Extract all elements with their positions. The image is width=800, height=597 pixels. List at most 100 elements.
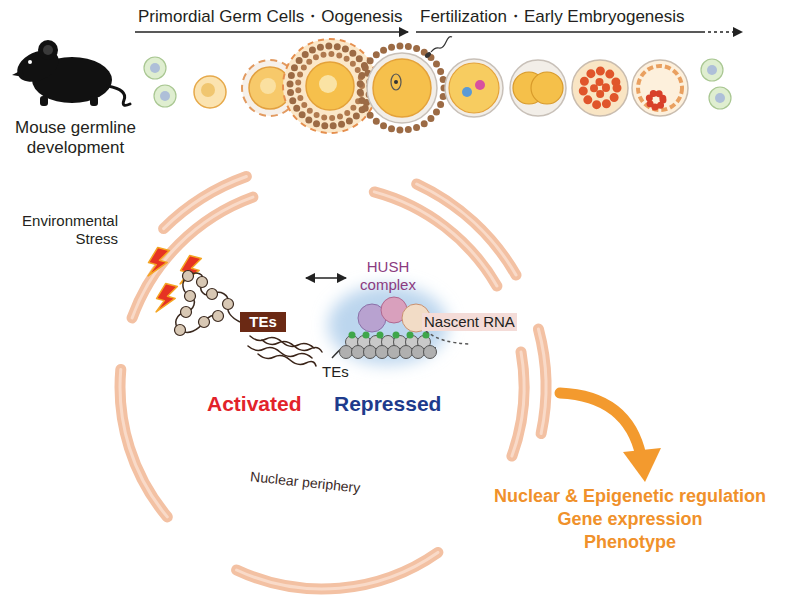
te-box-label: TEs xyxy=(249,313,277,331)
open-chromatin xyxy=(223,299,234,310)
embryo xyxy=(475,80,485,90)
periphery-label: Nuclear periphery xyxy=(249,468,361,496)
oocyte xyxy=(391,74,401,90)
timeline-arrow xyxy=(708,31,742,33)
state-switch-arrow xyxy=(306,277,346,279)
open-chromatin xyxy=(185,291,196,302)
primordial-germ-cell xyxy=(154,85,176,107)
embryo xyxy=(583,71,617,105)
outcome-arrow xyxy=(560,393,661,482)
primordial-germ-cell xyxy=(709,87,731,109)
oocyte xyxy=(367,53,437,123)
nucleolus xyxy=(217,422,243,448)
silenced-chromatin xyxy=(388,346,401,359)
hush-complex xyxy=(358,297,430,332)
sperm xyxy=(424,51,432,59)
timeline-arrow xyxy=(135,31,408,33)
oocyte xyxy=(260,78,276,94)
endoplasmic-reticulum xyxy=(512,352,524,456)
oocyte xyxy=(319,75,337,93)
nucleus-outline: Nuclear periphery TEs xyxy=(134,199,510,575)
primordial-germ-cell xyxy=(144,57,166,79)
nucleolus xyxy=(304,414,332,442)
open-chromatin xyxy=(197,277,208,288)
embryo xyxy=(510,60,566,116)
silenced-chromatin xyxy=(364,346,377,359)
endoplasmic-reticulum xyxy=(237,552,438,589)
stress-label: Environmental Stress xyxy=(18,212,118,248)
embryo xyxy=(445,59,503,117)
label-slot: Gene expression xyxy=(470,509,790,531)
label-slot: Mouse germline development xyxy=(8,118,143,159)
oocyte xyxy=(394,80,398,84)
primordial-germ-cell xyxy=(707,65,717,75)
mouse-silhouette xyxy=(38,40,58,60)
label-slot: Phenotype xyxy=(470,532,790,554)
stress-bolt xyxy=(145,246,170,280)
mouse-silhouette xyxy=(108,86,130,105)
embryo xyxy=(572,60,628,116)
stage-label: Primordial Germ Cells・Oogenesis xyxy=(138,7,403,27)
state-label: Activated xyxy=(207,391,302,416)
open-chromatin xyxy=(183,271,194,282)
te-label: TEs xyxy=(322,363,349,381)
te-transcripts xyxy=(262,340,322,352)
oocyte xyxy=(194,39,444,133)
embryo xyxy=(632,60,688,116)
silenced-chromatin xyxy=(400,346,413,359)
stress-bolt xyxy=(153,282,178,316)
complex-label: HUSH complex xyxy=(352,258,424,294)
silenced-chromatin xyxy=(340,346,437,359)
embryo xyxy=(462,87,472,97)
endoplasmic-reticulum xyxy=(120,369,167,517)
silenced-chromatin xyxy=(393,332,400,339)
embryo xyxy=(449,63,499,113)
endoplasmic-reticulum xyxy=(164,177,247,229)
embryo xyxy=(594,82,606,94)
mouse-silhouette xyxy=(28,60,32,64)
organism-label: Mouse germline development xyxy=(8,118,143,159)
label-slot: Nascent RNA xyxy=(422,313,517,331)
silenced-chromatin xyxy=(376,346,389,359)
silenced-chromatin xyxy=(377,332,384,339)
open-chromatin xyxy=(199,317,210,328)
embryo xyxy=(531,72,563,104)
state-switch-arrow xyxy=(306,278,346,279)
endoplasmic-reticulum xyxy=(417,184,516,275)
state-label: Repressed xyxy=(334,391,441,416)
endoplasmic-reticulum xyxy=(120,177,546,589)
timeline-arrow xyxy=(416,31,705,33)
outcome-label: Nuclear & Epigenetic regulation xyxy=(470,486,790,508)
open-chromatin xyxy=(175,325,186,336)
text-slot: Nuclear periphery xyxy=(250,474,361,491)
label-slot: Nuclear & Epigenetic regulation xyxy=(470,486,790,508)
open-chromatin xyxy=(213,311,224,322)
primordial-germ-cell xyxy=(150,63,160,73)
silenced-chromatin xyxy=(340,346,353,359)
nucleus-outline-shape xyxy=(134,199,510,575)
oocyte xyxy=(194,76,226,108)
embryo xyxy=(445,59,688,117)
primordial-germ-cell xyxy=(715,93,725,103)
outcome-arrow xyxy=(623,448,661,482)
embryo xyxy=(649,93,663,107)
label-slot: Activated xyxy=(207,391,302,416)
timeline-arrow xyxy=(135,32,742,33)
nucleolus xyxy=(217,414,332,465)
nucleus-outline-fill xyxy=(135,200,509,574)
endoplasmic-reticulum xyxy=(538,329,546,434)
te-transcripts xyxy=(248,336,322,366)
oocyte xyxy=(298,54,362,118)
silenced-chromatin xyxy=(407,332,414,339)
label-slot: Fertilization・Early Embryogenesis xyxy=(420,7,685,27)
te-box: TEs xyxy=(240,312,286,332)
mouse-silhouette xyxy=(12,40,130,106)
silenced-chromatin xyxy=(349,332,430,339)
open-chromatin xyxy=(207,289,218,300)
open-chromatin xyxy=(175,271,234,336)
mouse-silhouette xyxy=(40,96,48,106)
mouse-silhouette xyxy=(90,96,98,106)
outcome-label: Gene expression xyxy=(470,509,790,531)
